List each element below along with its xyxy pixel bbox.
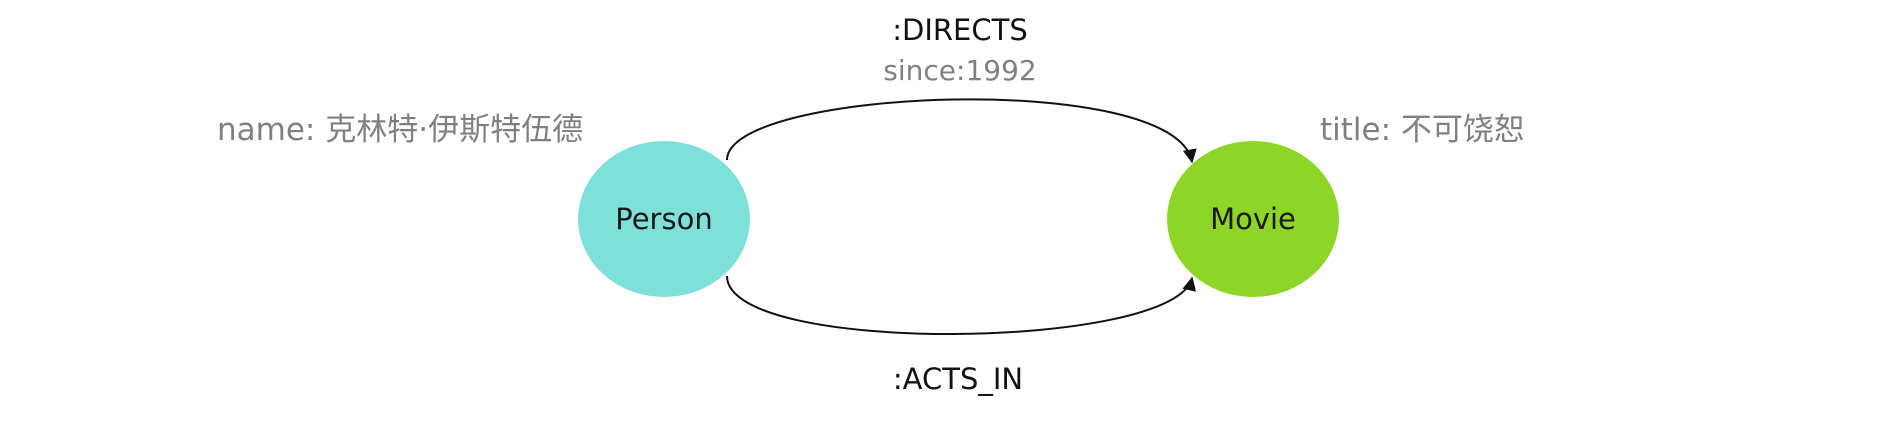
node-person xyxy=(578,141,750,297)
edge-acts-in-label: :ACTS_IN xyxy=(893,362,1023,396)
edge-directs-property: since:1992 xyxy=(883,54,1036,87)
node-movie xyxy=(1167,141,1339,297)
node-person-label: Person xyxy=(615,202,712,236)
person-name-property: name: 克林特·伊斯特伍德 xyxy=(217,112,583,148)
edge-directs-label: :DIRECTS xyxy=(892,13,1028,47)
movie-title-property: title: 不可饶恕 xyxy=(1320,112,1525,148)
node-movie-label: Movie xyxy=(1210,202,1296,236)
edge-directs xyxy=(726,98,1197,164)
edge-acts-in xyxy=(726,275,1197,335)
